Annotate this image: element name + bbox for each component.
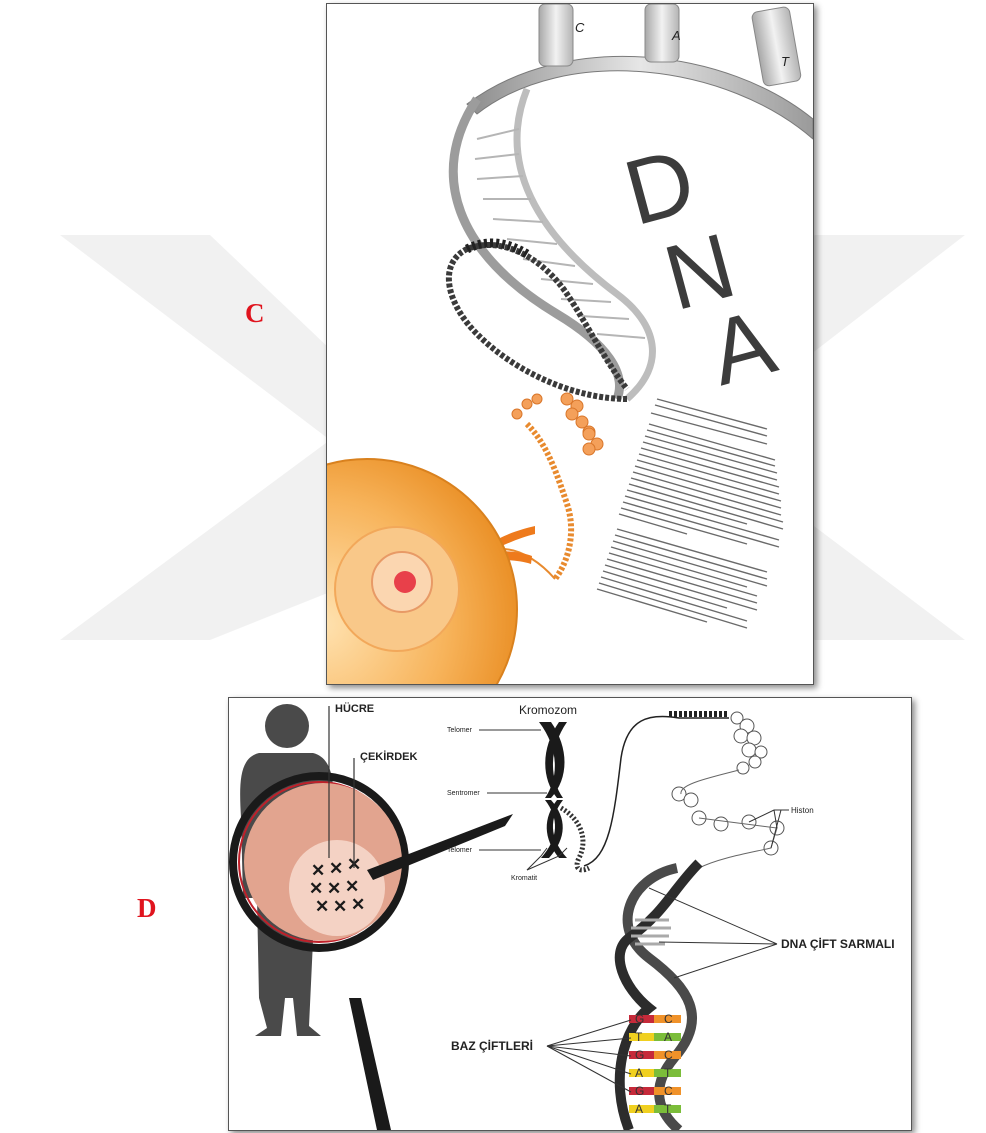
dna-ribbon-left-strand	[453, 99, 619, 399]
label-telomer-bottom: Telomer	[447, 847, 473, 854]
base-letter-left: G	[635, 1012, 644, 1026]
nucleosome-beads	[512, 393, 603, 455]
base-letter-right: T	[664, 1102, 672, 1116]
label-sentromer: Sentromer	[447, 790, 480, 797]
svg-text:✕: ✕	[309, 879, 323, 898]
base-letter-left: G	[635, 1048, 644, 1062]
svg-text:✕: ✕	[311, 861, 325, 880]
label-kromatit: Kromatit	[511, 875, 537, 882]
svg-text:✕: ✕	[315, 897, 329, 916]
base-letter-left: A	[635, 1102, 643, 1116]
body-text-block	[597, 399, 783, 628]
title-letter-a: A	[700, 290, 786, 405]
panel-label-c: C	[245, 298, 265, 329]
label-kromozom: Kromozom	[519, 703, 577, 717]
label-cekirdek: ÇEKİRDEK	[360, 750, 418, 763]
label-telomer-top: Telomer	[447, 727, 473, 734]
svg-text:✕: ✕	[351, 895, 365, 914]
chromatin-fiber	[527, 424, 571, 579]
dna-fiber	[584, 716, 729, 866]
magnifier-handle	[349, 998, 391, 1130]
svg-text:✕: ✕	[345, 877, 359, 896]
label-histon: Histon	[791, 806, 814, 815]
histone-beads	[672, 712, 784, 855]
chromosome-x	[539, 722, 567, 858]
label-hucre: HÜCRE	[335, 702, 374, 715]
nucleolus	[394, 571, 416, 593]
base-letter-left: T	[635, 1030, 643, 1044]
base-letter-left: G	[635, 1084, 644, 1098]
chromosome-cluster: ✕✕✕ ✕✕✕ ✕✕✕	[309, 855, 365, 916]
label-baz-ciftleri: BAZ ÇİFTLERİ	[451, 1038, 533, 1053]
base-letter-right: A	[664, 1030, 672, 1044]
label-dna-cift-sarmali: DNA ÇİFT SARMALI	[781, 936, 895, 951]
panel-label-d: D	[137, 893, 157, 924]
chromatin-coil	[449, 245, 627, 399]
base-letter-right: T	[664, 1066, 672, 1080]
chromatid-coil	[561, 808, 589, 870]
helix-base-c: C	[575, 20, 585, 35]
panel-d-diagram: ✕✕✕ ✕✕✕ ✕✕✕ HÜCRE ÇEKİRDEK Kromozom	[228, 697, 912, 1131]
base-letter-left: A	[635, 1066, 643, 1080]
helix-base-t: T	[781, 54, 790, 69]
helix-base-a: A	[671, 28, 681, 43]
base-letter-right: C	[664, 1012, 673, 1026]
base-letter-right: C	[664, 1048, 673, 1062]
dna-ribbon-right-strand	[517, 89, 652, 399]
svg-text:✕: ✕	[329, 859, 343, 878]
panel-c-poster: C A T D N	[326, 3, 814, 685]
base-letter-right: C	[664, 1084, 673, 1098]
svg-text:✕: ✕	[333, 897, 347, 916]
svg-text:✕: ✕	[327, 879, 341, 898]
